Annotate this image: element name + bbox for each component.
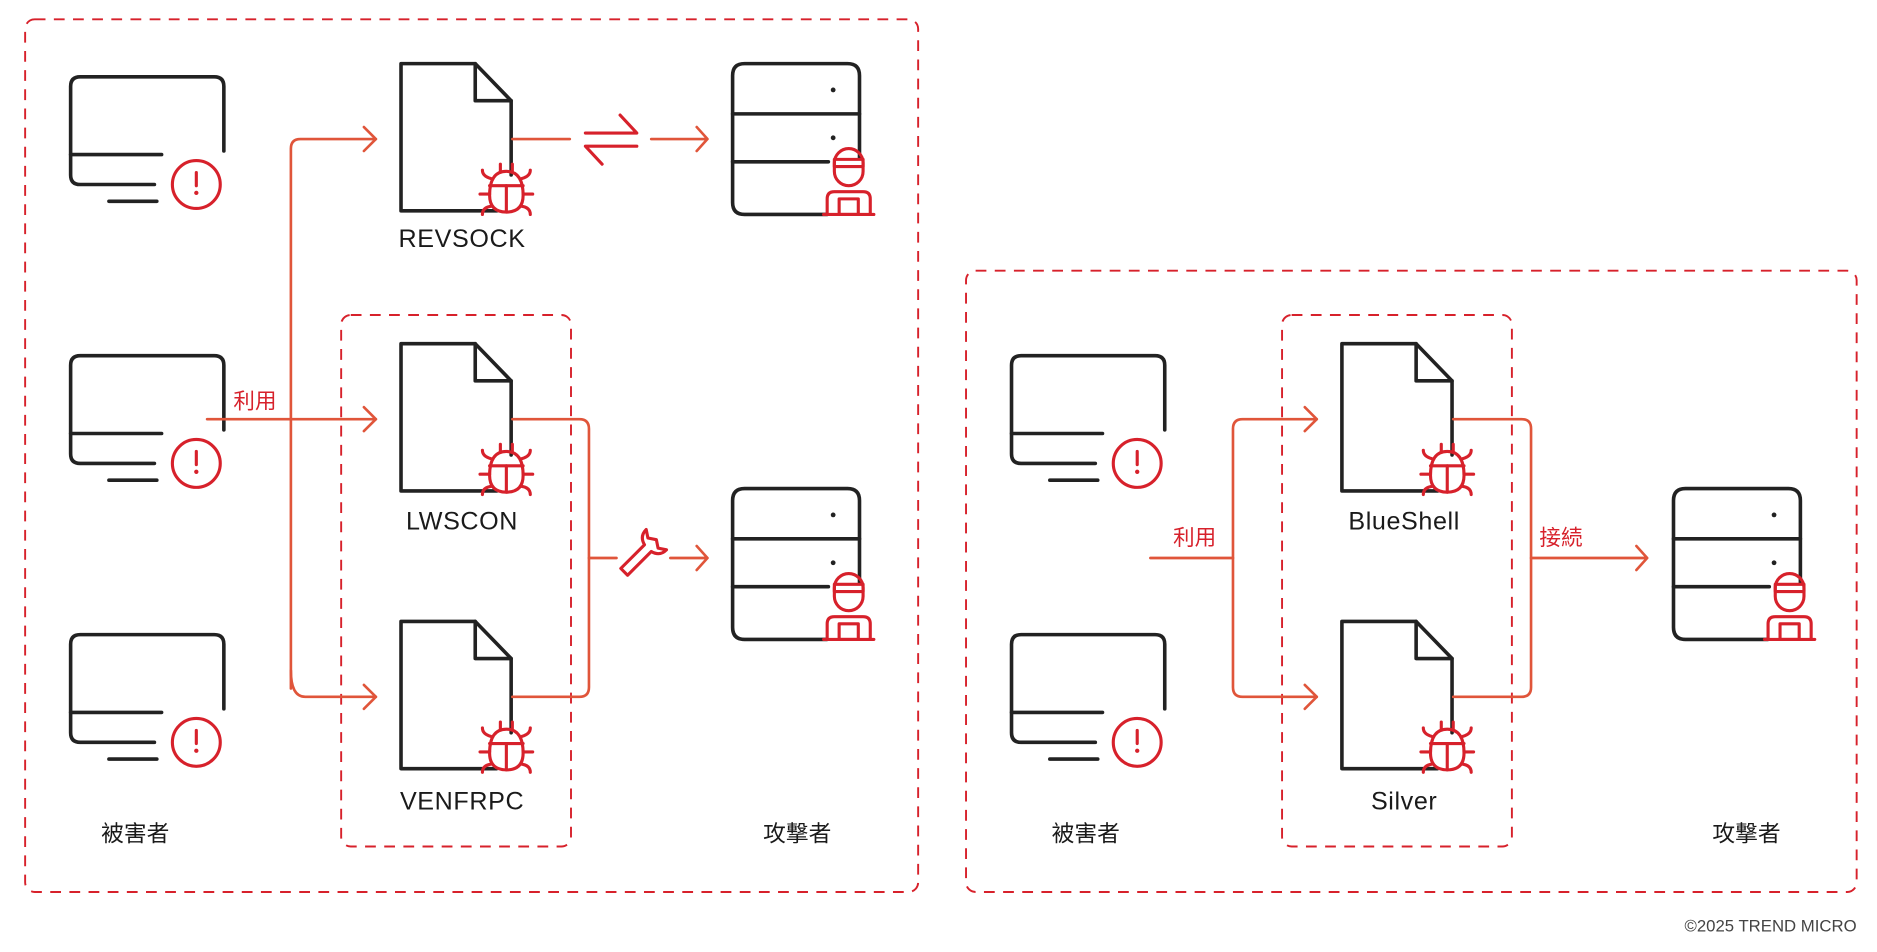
bug-icon xyxy=(1419,442,1476,497)
merge-flow xyxy=(1451,417,1533,699)
split-flow xyxy=(1231,417,1319,699)
attacker-server-icon xyxy=(730,486,876,642)
merge-flow xyxy=(511,417,591,699)
use-label: 利用 xyxy=(233,389,276,414)
attacker-server-icon xyxy=(730,61,876,217)
victim-monitor-icon xyxy=(68,74,226,211)
bidirectional-icon xyxy=(583,113,639,166)
victim-monitor-icon xyxy=(1009,353,1167,490)
revsock-file-icon xyxy=(399,61,513,213)
bug-icon xyxy=(478,720,535,774)
left-panel-boundary xyxy=(24,18,920,893)
silver-file-icon xyxy=(1340,619,1454,771)
connect-label: 接続 xyxy=(1539,526,1582,551)
use-label: 利用 xyxy=(1173,526,1216,551)
victim-label: 被害者 xyxy=(1052,822,1120,848)
arrowheads xyxy=(362,125,378,711)
tool-label-venfrpc: VENFRPC xyxy=(400,787,524,815)
right-panel-boundary xyxy=(965,269,1858,893)
tool-label-blueshell: BlueShell xyxy=(1348,507,1460,535)
tool-label-silver: Silver xyxy=(1371,787,1437,815)
blueshell-file-icon xyxy=(1340,341,1454,493)
lwscon-file-icon xyxy=(399,341,513,493)
victim-monitor-icon xyxy=(1009,632,1167,769)
copyright: ©2025 TREND MICRO xyxy=(1685,916,1857,935)
attacker-label: 攻撃者 xyxy=(763,822,831,848)
victim-monitor-icon xyxy=(68,632,226,769)
right-tool-group-boundary xyxy=(1281,314,1513,848)
attacker-server-icon xyxy=(1671,486,1817,642)
bug-icon xyxy=(478,442,535,497)
revsock-flow xyxy=(511,125,709,153)
use-flow-line xyxy=(205,137,378,690)
bug-icon xyxy=(478,162,535,216)
victim-label: 被害者 xyxy=(101,822,169,848)
tool-label-lwscon: LWSCON xyxy=(406,507,518,535)
attacker-label: 攻撃者 xyxy=(1712,822,1780,848)
tool-label-revsock: REVSOCK xyxy=(399,225,526,253)
connect-flow xyxy=(1529,544,1649,572)
left-tool-group-boundary xyxy=(340,314,572,848)
venfrpc-file-icon xyxy=(399,619,513,771)
arrowheads xyxy=(1303,405,1319,711)
flow-to-venfrpc xyxy=(289,669,378,699)
victim-monitor-icon xyxy=(68,353,226,490)
bug-icon xyxy=(1419,720,1476,774)
wrench-icon xyxy=(619,527,669,577)
to-attacker-flow xyxy=(587,544,709,572)
